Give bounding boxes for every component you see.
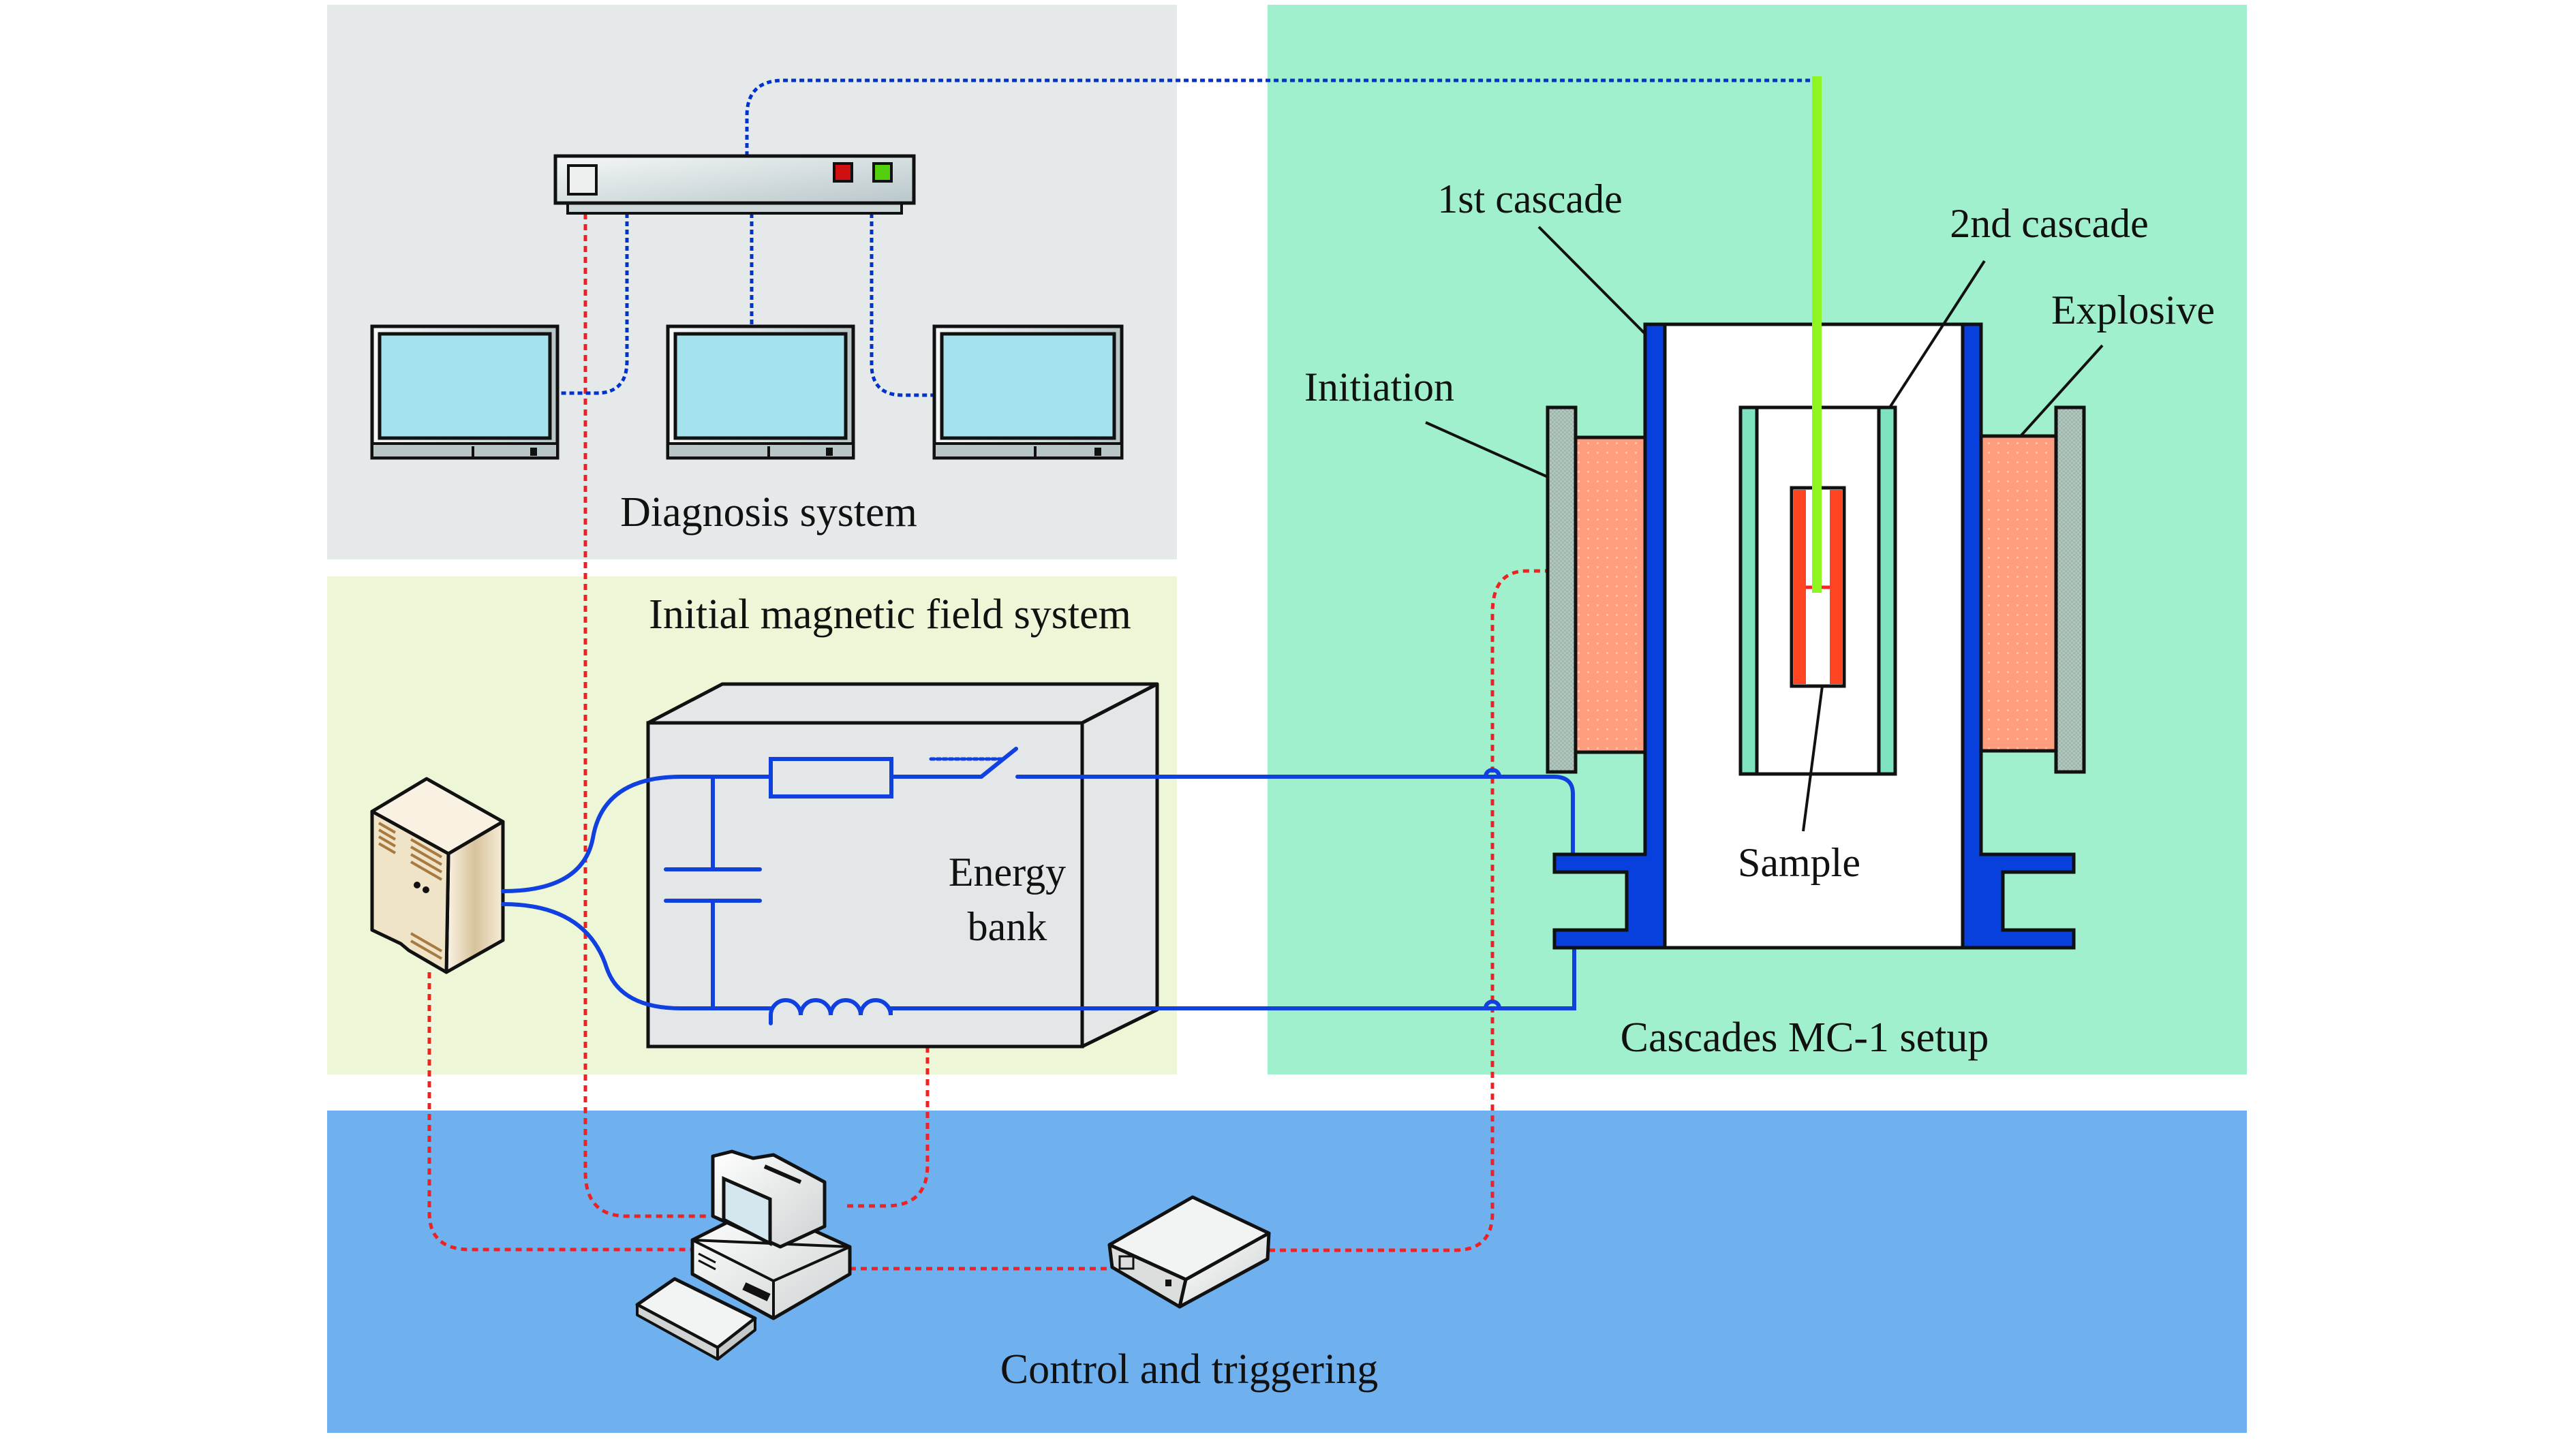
first-cascade-left <box>1552 322 1667 950</box>
monitor-icon <box>666 324 855 460</box>
sample-label: Sample <box>1738 840 1860 885</box>
trigger-line-switch <box>583 213 709 1218</box>
energy-bank-label-line1: Energy <box>949 850 1066 895</box>
leader-sample <box>1802 685 1824 832</box>
leader-explosive <box>2019 344 2104 437</box>
energy-bank-label-line2: bank <box>968 904 1047 949</box>
second-cascade-left <box>1738 405 1759 776</box>
trigger-lines <box>427 213 1548 1271</box>
explosive-label: Explosive <box>2051 288 2215 332</box>
initiation-left <box>1546 405 1578 774</box>
trigger-line-energy-bank <box>845 752 930 1208</box>
switch-symbol <box>979 747 1018 779</box>
leader-initiation <box>1425 421 1548 478</box>
probe-fiber <box>1812 76 1822 593</box>
second-cascade-label: 2nd cascade <box>1950 201 2149 246</box>
wire-top <box>501 775 773 893</box>
first-cascade-label: 1st cascade <box>1437 176 1623 221</box>
control-panel <box>327 1111 2247 1433</box>
first-cascade-right <box>1961 322 2076 950</box>
desktop-computer-icon <box>690 1149 852 1320</box>
diagnosis-panel-title: Diagnosis system <box>620 489 917 536</box>
control-panel-title: Control and triggering <box>1000 1346 1378 1393</box>
wire-to-setup-bottom <box>889 946 1576 1010</box>
signal-line-monitor-1 <box>557 213 629 395</box>
setup-panel-title: Cascades MC-1 setup <box>1621 1014 1989 1061</box>
signal-line-monitor-3 <box>870 213 934 397</box>
cascade-setup <box>1425 76 2104 950</box>
initiation-label: Initiation <box>1304 365 1454 409</box>
energy-bank-box <box>646 682 1159 1049</box>
leader-first-cascade <box>1537 226 1646 335</box>
server-tower-icon <box>370 777 505 974</box>
explosive-left <box>1574 435 1648 754</box>
magnetic-panel-title: Initial magnetic field system <box>649 591 1131 638</box>
network-switch-icon <box>553 154 916 215</box>
trigger-line-server <box>427 972 692 1252</box>
initiation-right <box>2054 405 2086 774</box>
trigger-box-icon <box>1107 1195 1271 1309</box>
signal-lines <box>557 78 1817 397</box>
inductor-symbol <box>769 998 893 1025</box>
explosive-right <box>1979 434 2058 753</box>
signal-line-probe <box>745 78 1817 156</box>
monitor-icon <box>370 324 559 460</box>
monitor-icon <box>932 324 1124 460</box>
leader-second-cascade <box>1888 260 1986 409</box>
wire-to-setup-top <box>1015 775 1575 856</box>
circuit <box>501 747 1576 1025</box>
wire-bottom <box>501 902 773 1010</box>
keyboard-icon <box>635 1277 757 1361</box>
second-cascade-right <box>1877 405 1897 776</box>
